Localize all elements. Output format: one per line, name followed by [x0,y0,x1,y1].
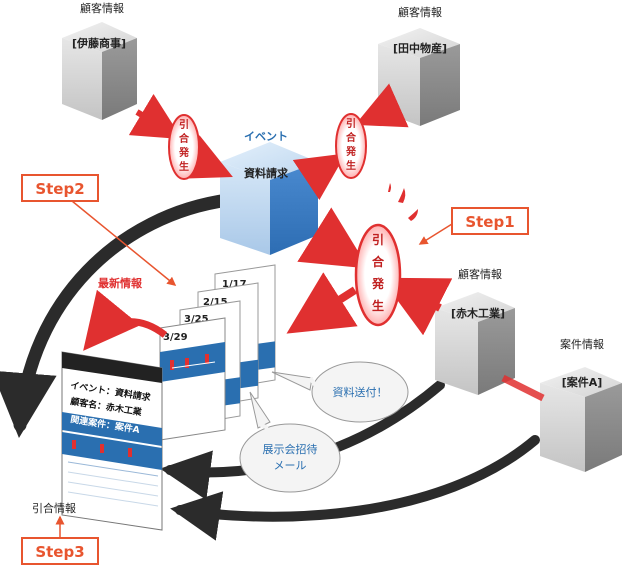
svg-text:生: 生 [346,159,356,172]
trigger-capsule-tanaka: 引 合 発 生 [335,113,367,179]
splash-drop-icon [388,183,391,192]
event-header: イベント [244,130,288,143]
card-date: 1/17 [222,279,247,290]
svg-text:Step3: Step3 [35,543,84,561]
trigger-capsule-main: 引 合 発 生 [354,183,418,327]
bubble-exhibition-invite: 展示会招待 メール [239,391,341,493]
arrow-ito-to-trigger [128,93,183,140]
trigger-capsule-ito: 引 合 発 生 [168,114,200,180]
curve-arrow-from-case [170,435,540,541]
customer-cube-ito: 顧客情報 [伊藤商事] [62,1,137,120]
splash-drop-icon [398,188,406,203]
customer-cube-tanaka: 顧客情報 [田中物産] [378,5,460,126]
svg-text:合: 合 [345,131,357,144]
card-date: 2/15 [203,297,228,308]
latest-info-label: 最新情報 [98,276,143,290]
case-cube: 案件情報 [案件A] [540,337,622,472]
case-name: [案件A] [562,375,603,389]
svg-text:発: 発 [371,276,385,291]
svg-text:生: 生 [179,160,189,173]
inquiry-info-label: 引合情報 [32,501,76,515]
svg-text:メール: メール [274,459,307,472]
step1-label: Step1 [418,207,529,245]
arrow-event-to-trigger [292,153,346,200]
svg-text:合: 合 [372,254,385,269]
event-cube: イベント 資料請求 [220,130,318,255]
arrow-latest-to-doc [83,289,168,351]
svg-text:展示会招待: 展示会招待 [263,442,318,456]
dated-cards-stack: 1/17 2/15 3/25 3/29 [159,264,276,441]
svg-text:生: 生 [372,298,384,313]
arrow-akagi-to-main-trigger [380,277,453,336]
svg-text:発: 発 [178,146,190,159]
arrow-trigger-to-latest [286,272,358,334]
arrow-event-to-main-trigger [297,207,369,269]
tanaka-name: [田中物産] [393,41,447,55]
arrow-trigger-to-event [179,135,233,179]
svg-text:発: 発 [345,145,357,158]
flow-arrows-red [128,83,453,336]
svg-text:Step2: Step2 [35,180,84,198]
akagi-name: [赤木工業] [451,306,505,320]
curve-arrow-from-event [0,193,235,438]
case-header: 案件情報 [560,337,604,351]
tanaka-header: 顧客情報 [398,5,442,19]
customer-cube-akagi: 顧客情報 [赤木工業] [435,267,515,395]
svg-text:引: 引 [346,117,356,130]
inquiry-document: イベント：資料請求 顧客名：赤木工業 関連案件：案件A [61,351,163,531]
akagi-header: 顧客情報 [458,267,502,281]
splash-drop-icon [408,209,418,221]
arrow-tanaka-to-trigger [355,83,409,128]
step3-label: Step3 [21,515,99,565]
svg-text:合: 合 [178,132,190,145]
step2-label: Step2 [21,174,177,286]
svg-text:Step1: Step1 [465,213,514,231]
card-date: 3/25 [184,314,209,325]
event-name: 資料請求 [244,166,289,180]
card-date: 3/29 [163,332,188,343]
svg-text:資料送付！: 資料送付！ [333,385,388,399]
svg-text:引: 引 [372,233,384,247]
case-to-akagi-link [501,374,545,402]
bubble-material-sent: 資料送付！ [271,361,409,423]
svg-text:引: 引 [179,118,189,131]
ito-header: 顧客情報 [80,1,124,15]
card-3-29: 3/29 [159,317,226,441]
ito-name: [伊藤商事] [72,36,126,50]
